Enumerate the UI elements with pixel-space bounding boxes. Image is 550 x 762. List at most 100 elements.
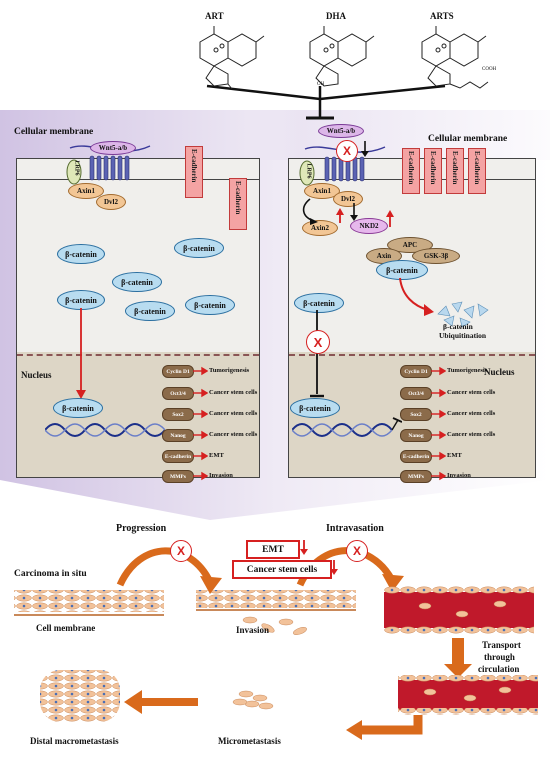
right-wnt-ligand: Wnt5-a/b (318, 124, 364, 138)
left-bcatenin-6: β-catenin (185, 295, 235, 315)
progression-arrow (116, 547, 214, 587)
left-ecadherin-2: E-cadherin (229, 178, 247, 230)
right-bcatenin-complex: β-catenin (376, 260, 428, 280)
right-gene-arrows (431, 366, 446, 481)
metastasis-flow (14, 547, 538, 740)
right-dvl2: Dvl2 (333, 191, 363, 207)
left-outcome-3: Cancer stem cells (209, 410, 258, 417)
right-feedback-arrows (302, 198, 394, 227)
right-ecadherin-3: E-cadherin (446, 148, 464, 194)
right-outcome-1: Tumorigenesis (447, 367, 488, 374)
drug-structures (199, 26, 489, 90)
right-nucleus-label: Nucleus (484, 367, 515, 377)
invasion-tissue (196, 590, 356, 608)
right-outcome-6: Invasion (447, 472, 471, 479)
arts-cooh-label: COOH (482, 67, 497, 72)
right-gene-nanog: Nanog (400, 429, 432, 442)
right-ecadherin-4: E-cadherin (468, 148, 486, 194)
left-outcome-5: EMT (209, 452, 224, 459)
left-gene-cyclind1: Cyclin D1 (162, 365, 194, 378)
left-nuclear-bcatenin: β-catenin (53, 398, 103, 418)
right-gene-mmps: MMPs (400, 470, 432, 483)
left-dvl2: Dvl2 (96, 194, 126, 210)
right-outcome-2: Cancer stem cells (447, 389, 496, 396)
arts-structure (421, 26, 489, 89)
art-label: ART (205, 11, 224, 21)
left-gene-arrows (193, 366, 208, 481)
right-outcome-4: Cancer stem cells (447, 431, 496, 438)
distal-label: Distal macrometastasis (30, 736, 119, 746)
right-gene-cyclind1: Cyclin D1 (400, 365, 432, 378)
right-axin1: Axin1 (304, 183, 340, 199)
left-nuclear-translocation-arrow (76, 308, 86, 399)
right-ecadherin-1: E-cadherin (402, 148, 420, 194)
left-gene-sox2: Sox2 (162, 408, 194, 421)
transport-label-3: circulation (478, 664, 520, 674)
left-bcatenin-2: β-catenin (174, 238, 224, 258)
left-membrane-label: Cellular membrane (14, 127, 94, 137)
invasion-label: Invasion (236, 625, 270, 635)
left-membrane-inner-line (17, 179, 259, 180)
left-outcome-6: Invasion (209, 472, 233, 479)
extravasation-arrow (360, 715, 423, 735)
left-receptor-complex (66, 145, 151, 185)
dha-oh-label: OH (317, 82, 325, 87)
left-axin1: Axin1 (68, 183, 104, 199)
right-gene-oct34: Oct3/4 (400, 387, 432, 400)
right-outcome-3: Cancer stem cells (447, 410, 496, 417)
right-ecadherin-2: E-cadherin (424, 148, 442, 194)
right-apc: APC (387, 237, 433, 253)
drug-inhibition-connector (206, 84, 446, 120)
carcinoma-tissue (14, 590, 164, 612)
right-blocked-translocation (310, 310, 324, 398)
right-gsk3b: GSK-3β (412, 248, 460, 264)
right-gene-ecadherin: E-cadherin (400, 450, 432, 463)
left-bcatenin-1: β-catenin (57, 244, 105, 264)
left-ecadherin-1: E-cadherin (185, 146, 203, 198)
micrometastasis-label: Micrometastasis (218, 736, 281, 746)
right-cell (288, 158, 536, 478)
circulating-cells-2 (423, 686, 512, 702)
left-bcatenin-5: β-catenin (125, 301, 175, 321)
transport-label-1: Transport (482, 640, 521, 650)
left-dna-helix (45, 423, 165, 437)
left-gene-mmps: MMPs (162, 470, 194, 483)
left-lrp6: LRP6 (73, 160, 80, 176)
left-gene-oct34: Oct3/4 (162, 387, 194, 400)
micrometastasis-cluster (232, 690, 274, 710)
dha-structure (309, 26, 375, 87)
emt-box: EMT (246, 540, 300, 559)
right-dna-helix (292, 417, 402, 437)
right-gene-sox2: Sox2 (400, 408, 432, 421)
circulating-cells-1 (418, 600, 507, 618)
left-outcome-2: Cancer stem cells (209, 389, 258, 396)
left-nuclear-envelope (17, 354, 259, 356)
left-bcatenin-4: β-catenin (57, 290, 105, 310)
intravasation-inhibition-icon: X (346, 540, 368, 562)
blood-vessel-1 (384, 592, 534, 628)
left-outcome-1: Tumorigenesis (209, 367, 250, 374)
left-nucleus-label: Nucleus (21, 370, 52, 380)
left-gene-nanog: Nanog (162, 429, 194, 442)
progression-label: Progression (116, 523, 167, 534)
right-translocation-inhibition-icon: X (306, 330, 330, 354)
right-ubiq-label-1: β-catenin (443, 322, 473, 331)
carcinoma-label: Carcinoma in situ (14, 569, 87, 579)
right-nkd2: NKD2 (350, 218, 388, 234)
progression-inhibition-icon: X (170, 540, 192, 562)
right-bcatenin-cyto: β-catenin (294, 293, 344, 313)
left-nucleus (17, 352, 259, 477)
emt-csc-decrease-arrows (300, 540, 338, 575)
right-receptor-inhibition-icon: X (336, 140, 358, 162)
left-bcatenin-3: β-catenin (112, 272, 162, 292)
right-outcome-5: EMT (447, 452, 462, 459)
transport-label-2: through (484, 652, 515, 662)
right-nuclear-bcatenin: β-catenin (290, 398, 340, 418)
right-lrp6: LRP6 (305, 163, 312, 179)
right-nuclear-envelope (289, 354, 535, 356)
arts-label: ARTS (430, 11, 454, 21)
invading-cells (242, 616, 307, 635)
left-outcome-4: Cancer stem cells (209, 431, 258, 438)
right-ubiquitin-fragments (437, 301, 489, 328)
right-membrane-label: Cellular membrane (428, 134, 508, 144)
